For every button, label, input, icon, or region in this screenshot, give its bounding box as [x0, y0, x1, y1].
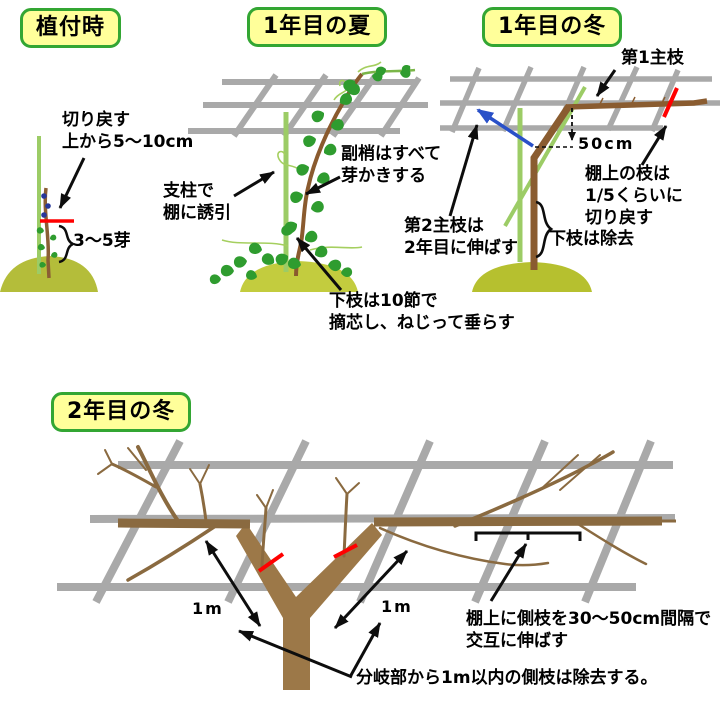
fork-removal-arrow-right: [348, 622, 382, 678]
annotation-first-main-branch: 第1主枝: [621, 48, 684, 68]
panel-winter-year1-art: [440, 65, 720, 292]
panel-title-winter-year2: 2年目の冬: [51, 392, 192, 432]
second-main-branch-arrow: [476, 108, 534, 148]
vine-tip: [361, 68, 416, 76]
annotation-second-main-branch: 第2主枝は 2年目に伸ばす: [404, 216, 518, 258]
cut-mark-left: [257, 552, 285, 573]
soil-mound: [472, 262, 592, 292]
fork-removal-arrow-left: [238, 629, 353, 679]
one-meter-left-arrow: [204, 540, 262, 627]
lower-branch-brace: [535, 200, 554, 259]
annotation-shelf-cutback: 棚上の枝は 1/5くらいに 切り戻す: [585, 164, 683, 228]
left-cordon: [117, 518, 251, 529]
cut-mark: [662, 87, 679, 118]
annotation-stake-guide: 支柱で 棚に誘引: [163, 181, 231, 223]
annotation-arrows: [448, 69, 668, 217]
annotation-fork-removal: 分岐部から1m以内の側枝は除去する。: [356, 668, 658, 688]
trunk: [530, 104, 572, 270]
annotation-bud-count: 3〜5芽: [73, 231, 131, 251]
one-meter-right-arrow: [333, 549, 409, 630]
panel-title-summer-year1: 1年目の夏: [247, 7, 388, 47]
annotation-one-meter-right: 1m: [381, 597, 413, 616]
trellis: [188, 73, 428, 138]
annotation-side-branch-spacing: 棚上に側枝を30〜50cm間隔で 交互に伸ばす: [466, 609, 712, 651]
annotation-lower-remove: 下枝は除去: [549, 229, 634, 249]
first-main-branch: [565, 98, 708, 110]
annotation-one-meter-left: 1m: [192, 599, 224, 618]
panel-at-planting-art: [0, 136, 98, 292]
soil-mound: [240, 261, 358, 292]
right-cordon: [373, 516, 663, 527]
annotation-lateral-shoots: 副梢はすべて 芽かきする: [341, 144, 442, 186]
annotation-bend-height: 50cm: [578, 134, 635, 153]
panel-title-at-planting: 植付時: [20, 8, 122, 48]
trunk-fork: [236, 523, 382, 690]
bud-brace: [58, 224, 77, 264]
panel-winter-year2-art: [57, 439, 676, 690]
panel-summer-year1-art: [188, 61, 428, 292]
annotation-lower-shoot: 下枝は10節で 摘芯し、ねじって垂らす: [329, 291, 515, 333]
annotation-arrows: [233, 170, 343, 291]
cut-back-arrow: [58, 157, 86, 209]
spacing-arrow: [489, 543, 528, 602]
buds: [41, 193, 51, 218]
panel-title-winter-year1: 1年目の冬: [482, 7, 623, 47]
side-branches: [97, 445, 648, 582]
annotation-cut-back: 切り戻す 上から5〜10cm: [62, 110, 194, 152]
annotation-arrows: [204, 531, 582, 679]
pruned-stubs: [599, 96, 666, 105]
